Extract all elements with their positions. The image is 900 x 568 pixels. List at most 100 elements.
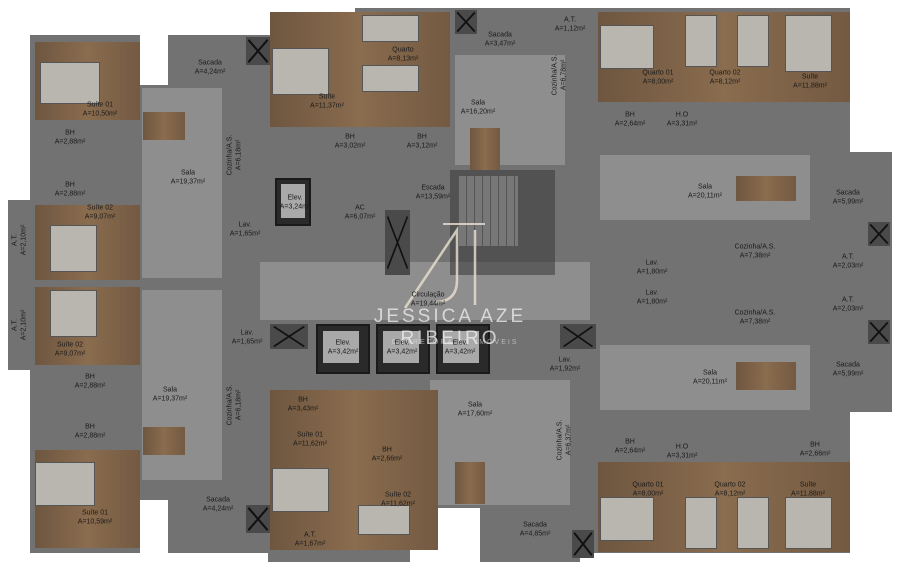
notch-bottom-left (140, 500, 168, 568)
room-area: A=6,37m² (565, 424, 572, 456)
room-area: A=9,07m² (54, 350, 86, 357)
shaft-x (560, 324, 596, 349)
room-area: A=2,64m² (614, 120, 646, 127)
room-name: Suíte 01 (296, 431, 324, 439)
room-area: A=1,80m² (636, 298, 668, 305)
room-area: A=3,42m² (327, 348, 359, 355)
room-area: A=2,88m² (54, 190, 86, 197)
room-name: Sacada (198, 59, 222, 67)
room-label: A.T.A=2,10m² (12, 225, 29, 256)
room-label: Lav.A=1,65m² (230, 222, 261, 239)
bed (50, 290, 97, 337)
room-name: Cozinha/A.S. (734, 243, 776, 251)
room-name: A.T. (11, 233, 19, 247)
room-name: Suíte 01 (81, 509, 109, 517)
room-name: Sala (697, 183, 713, 191)
room-name: BH (85, 373, 95, 381)
room-area: A=5,99m² (832, 198, 864, 205)
room-label: A.T.A=1,12m² (555, 17, 586, 34)
bed (50, 225, 97, 272)
room-name: Cozinha/A.S. (226, 134, 234, 176)
room-label: A.T.A=1,67m² (295, 532, 326, 549)
room-name: Suíte (799, 481, 817, 489)
room-area: A=10,59m² (77, 518, 113, 525)
room-name: BH (65, 129, 75, 137)
dining-table (736, 362, 796, 390)
bed (600, 497, 654, 541)
bed (272, 468, 329, 512)
room-name: Elev. (452, 339, 468, 347)
room-area: A=3,43m² (287, 405, 319, 412)
room-label: Elev.A=3,24m² (280, 195, 311, 212)
room-area: A=2,88m² (74, 382, 106, 389)
room-name: Suíte 02 (56, 341, 84, 349)
room-name: Elev. (287, 194, 303, 202)
dining-table (455, 462, 485, 504)
room-name: Quarto 02 (714, 481, 746, 489)
room-name: A.T. (841, 253, 855, 261)
room-area: A=7,38m² (739, 318, 771, 325)
room-label: Cozinha/A.S.A=7,38m² (735, 310, 776, 327)
bed (685, 497, 717, 549)
room-area: A=2,10m² (20, 224, 27, 256)
watermark-monogram (403, 223, 485, 309)
room-name: Lav. (645, 259, 659, 267)
room-name: Cozinha/A.S. (226, 384, 234, 426)
room-name: Cozinha/A.S. (556, 419, 564, 461)
room-area: A=2,03m² (832, 262, 864, 269)
room-name: Sala (470, 99, 485, 107)
elevator-shaft (436, 324, 490, 374)
room-name: Suíte 02 (86, 204, 114, 212)
room-label: A.T.A=2,03m² (833, 254, 864, 271)
room-area: A=6,78m² (560, 59, 567, 91)
floor-sala-bm (430, 380, 570, 505)
bed (362, 15, 419, 42)
room-area: A=8,12m² (714, 490, 746, 497)
room-area: A=9,07m² (84, 213, 116, 220)
room-name: Sala (180, 169, 195, 177)
room-area: A=11,62m² (381, 500, 415, 507)
room-name: Suíte (318, 93, 336, 101)
room-name: Cozinha/A.S. (551, 54, 559, 96)
room-label: A.T.A=2,10m² (12, 310, 29, 341)
room-name: AC (355, 204, 365, 212)
room-name: Quarto 01 (642, 69, 674, 77)
bed (272, 48, 329, 95)
room-area: A=6,18m² (235, 389, 242, 421)
room-name: Lav. (238, 221, 252, 229)
shaft-x (385, 210, 410, 275)
room-name: BH (298, 396, 308, 404)
room-label: Lav.A=1,80m² (637, 290, 668, 307)
room-area: A=2,66m² (371, 455, 403, 462)
room-area: A=5,99m² (832, 370, 864, 377)
room-area: A=20,11m² (693, 378, 727, 385)
room-area: A=7,38m² (739, 252, 771, 259)
room-area: A=3,02m² (334, 142, 366, 149)
room-area: A=1,67m² (294, 540, 326, 547)
bed (685, 15, 717, 67)
room-name: Sacada (488, 31, 512, 39)
bed (737, 497, 769, 549)
room-area: A=11,88m² (793, 82, 827, 89)
room-area: A=8,00m² (632, 490, 664, 497)
room-name: Suíte 02 (384, 491, 412, 499)
room-area: A=16,20m² (460, 108, 496, 115)
room-label: Cozinha/A.S.A=7,38m² (735, 244, 776, 261)
room-name: H.O (675, 443, 689, 451)
dining-table (736, 176, 796, 201)
room-area: A=11,88m² (791, 490, 825, 497)
